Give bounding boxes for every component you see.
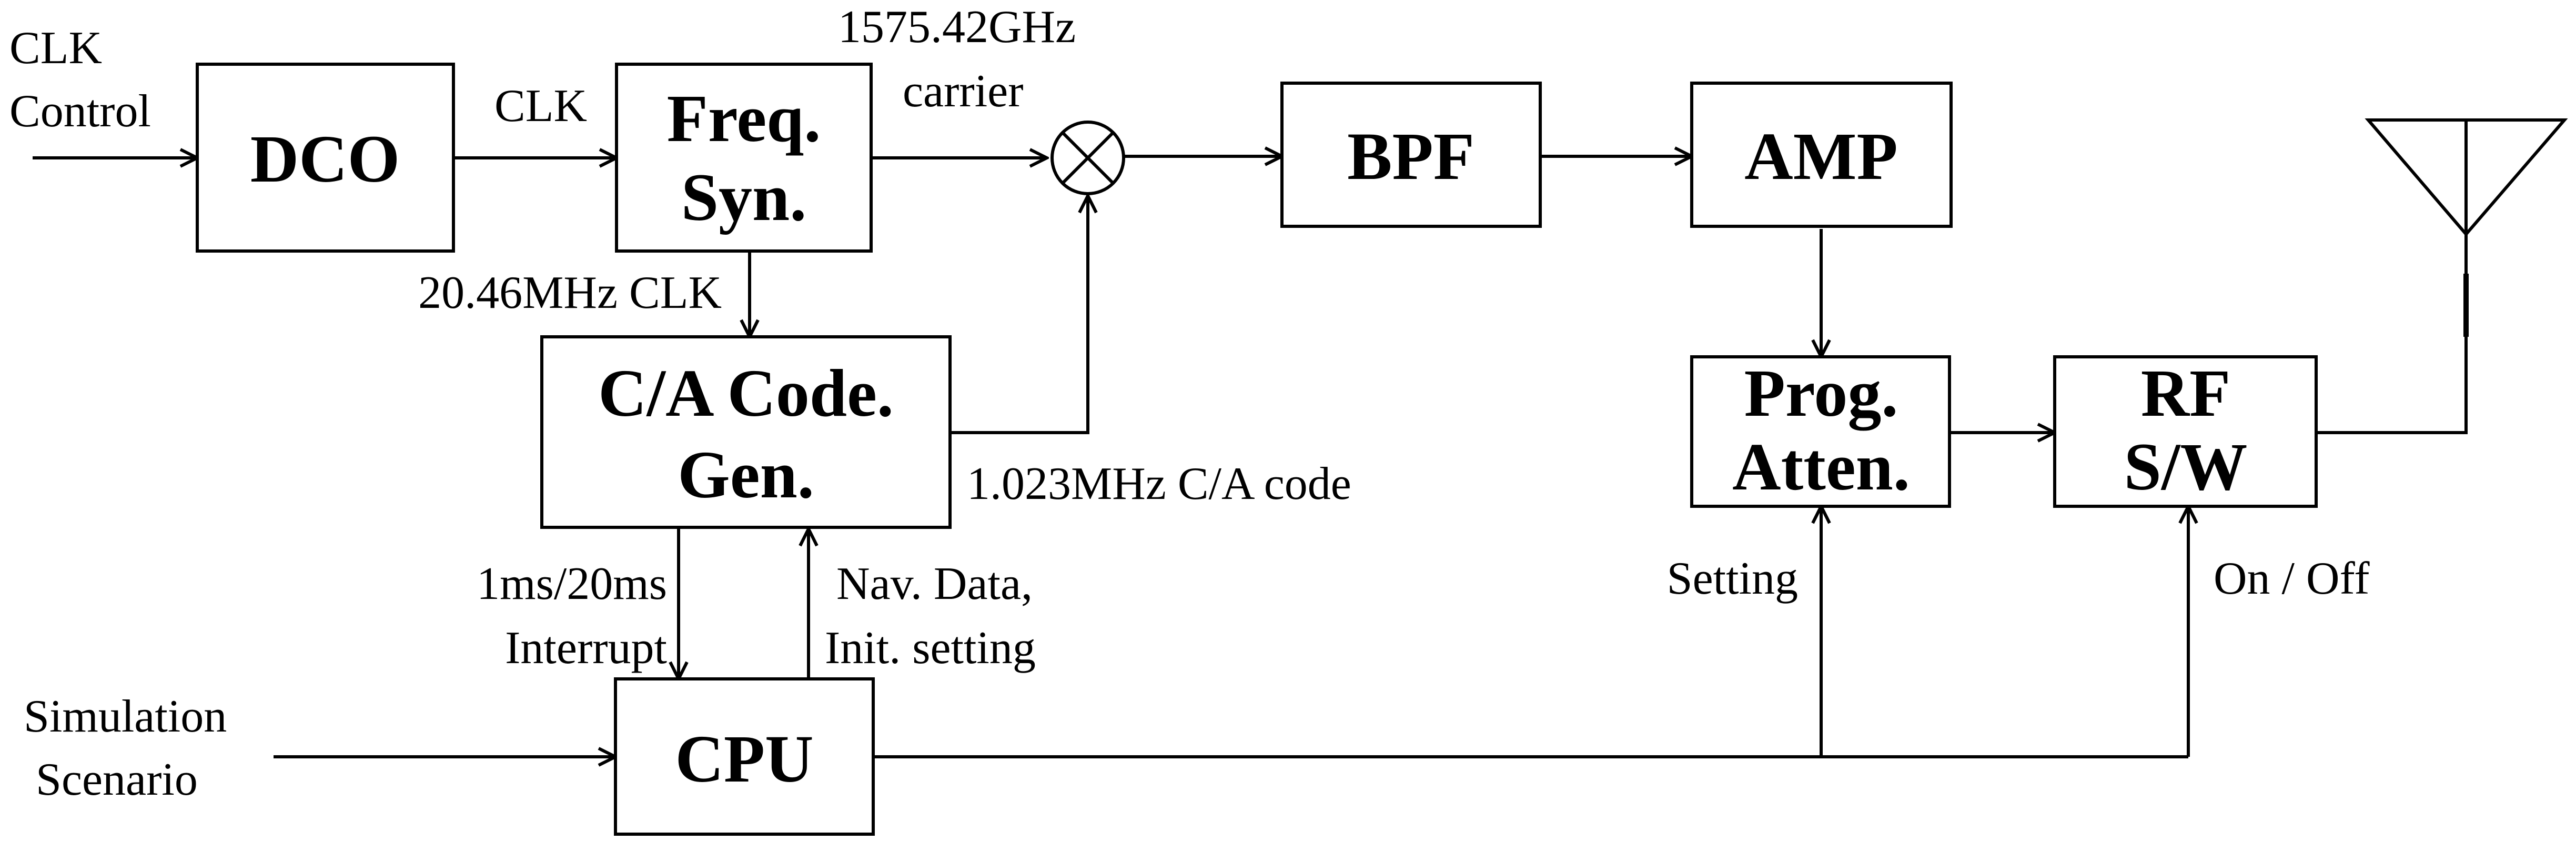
- block-prog-atten-label-1: Prog.: [1744, 356, 1898, 430]
- label-interrupt-1: 1ms/20ms: [477, 558, 667, 609]
- label-nav-data-2: Init. setting: [825, 623, 1036, 674]
- block-rf-sw: RF S/W: [2053, 355, 2318, 508]
- label-ca-code: 1.023MHz C/A code: [967, 458, 1351, 509]
- label-simulation-1: Simulation: [24, 691, 227, 742]
- label-nav-data-1: Nav. Data,: [836, 558, 1033, 609]
- block-amp: AMP: [1690, 82, 1953, 228]
- block-cpu-label: CPU: [675, 722, 813, 796]
- label-carrier: carrier: [903, 66, 1024, 117]
- wire-ca-gen-to-mixer: [950, 196, 1088, 434]
- connections: [33, 156, 2468, 757]
- label-interrupt-2: Interrupt: [505, 623, 667, 674]
- block-rf-sw-label-2: S/W: [2124, 429, 2248, 504]
- label-setting: Setting: [1667, 553, 1798, 604]
- label-clk-control-2: Control: [9, 86, 151, 137]
- block-freq-syn-label-1: Freq.: [667, 81, 821, 156]
- block-ca-code-gen: C/A Code. Gen.: [540, 335, 952, 529]
- block-freq-syn: Freq. Syn.: [615, 63, 873, 253]
- antenna-icon: [2365, 118, 2568, 337]
- block-bpf-label: BPF: [1347, 119, 1474, 194]
- block-prog-atten-label-2: Atten.: [1732, 429, 1910, 504]
- block-cpu: CPU: [614, 677, 875, 836]
- block-ca-code-gen-label-2: Gen.: [678, 437, 814, 512]
- block-amp-label: AMP: [1744, 119, 1897, 194]
- block-prog-atten: Prog. Atten.: [1690, 355, 1951, 508]
- wire-rf-sw-to-antenna: [2316, 232, 2468, 434]
- label-20-46mhz-clk: 20.46MHz CLK: [418, 267, 722, 318]
- block-dco: DCO: [196, 63, 455, 253]
- block-bpf: BPF: [1280, 82, 1542, 228]
- block-dco-label: DCO: [250, 122, 400, 196]
- label-simulation-2: Scenario: [36, 754, 198, 805]
- mixer-symbol: [1050, 121, 1125, 195]
- label-carrier-frequency: 1575.42GHz: [838, 2, 1076, 53]
- block-freq-syn-label-2: Syn.: [681, 160, 806, 235]
- label-clk: CLK: [494, 81, 587, 132]
- block-ca-code-gen-label-1: C/A Code.: [598, 356, 894, 430]
- label-clk-control-1: CLK: [9, 23, 102, 74]
- label-on-off: On / Off: [2214, 553, 2370, 604]
- block-rf-sw-label-1: RF: [2141, 356, 2231, 430]
